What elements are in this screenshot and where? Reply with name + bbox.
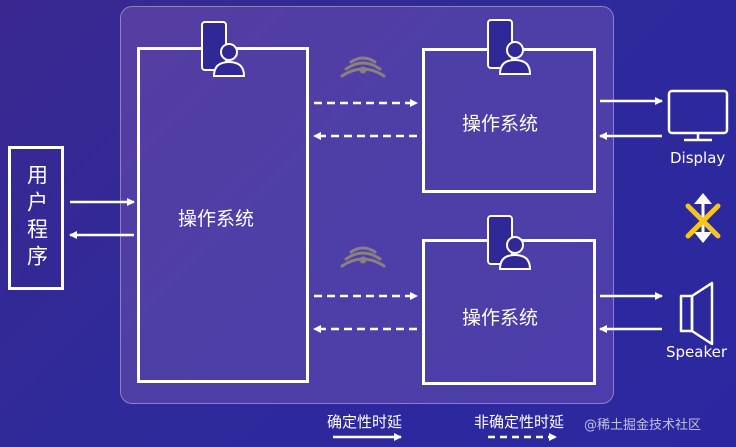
phone-user-icon (201, 21, 246, 77)
os-top-label: 操作系统 (462, 113, 539, 135)
speaker-icon (679, 281, 714, 346)
blocked-sync-icon (685, 193, 721, 243)
display-label: Display (670, 149, 726, 167)
wifi-icon (340, 56, 386, 78)
user-program-box: 用户程序 (8, 146, 64, 290)
user-program-label: 用户程序 (24, 164, 49, 272)
phone-user-icon (487, 215, 532, 270)
os-bottom-label: 操作系统 (462, 307, 539, 329)
phone-user-icon (487, 19, 532, 75)
watermark: @稀土掘金技术社区 (584, 418, 702, 433)
system-panel (120, 6, 614, 404)
monitor-icon (667, 89, 729, 142)
wifi-icon (340, 246, 386, 268)
legend-deterministic-label: 确定性时延 (327, 413, 403, 431)
legend-nondeterministic-label: 非确定性时延 (474, 413, 565, 431)
os-main-label: 操作系统 (178, 208, 255, 230)
speaker-label: Speaker (666, 343, 728, 361)
